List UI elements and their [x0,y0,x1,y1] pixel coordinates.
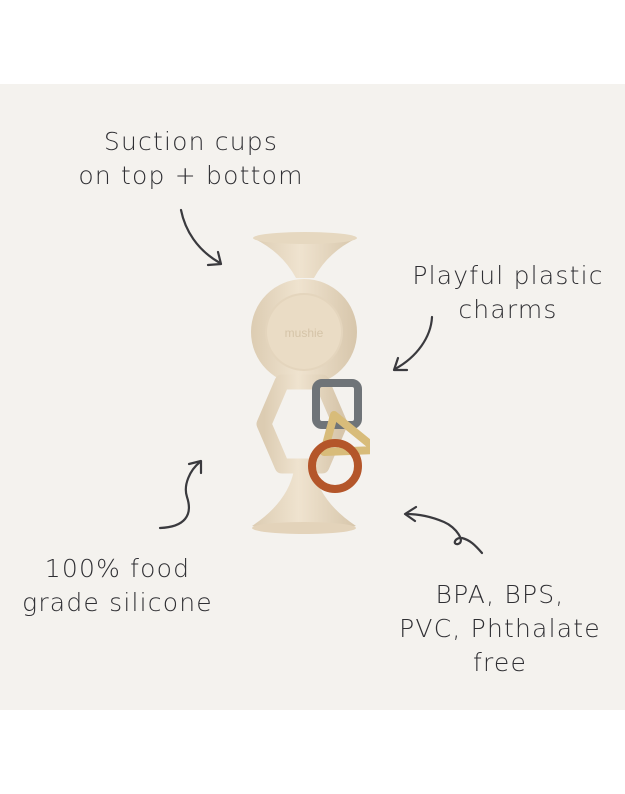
free-line-1: BPA, BPS, [435,580,565,609]
suction-line-1: Suction cups [103,127,279,156]
gray-square-charm [312,379,362,429]
charms-line-2: charms [458,295,558,324]
brand-mark: mushie [285,326,324,340]
bottom-suction-cup [252,470,356,534]
silicone-suction-toy: mushie [251,232,370,534]
plastic-charms-callout: Playful plastic charms [398,259,618,327]
arrow-to-charms [392,315,434,372]
arrow-to-bpa-free [403,505,484,555]
food-grade-silicone-callout: 100% food grade silicone [10,552,225,620]
top-suction-cup [253,232,357,278]
charms-line-1: Playful plastic [412,261,604,290]
arrow-to-silicone [158,459,203,530]
suction-line-2: on top + bottom [78,161,304,190]
bpa-free-callout: BPA, BPS, PVC, Phthalate free [385,578,615,680]
round-disc: mushie [251,279,357,385]
free-line-2: PVC, Phthalate [399,614,601,643]
silicone-line-2: grade silicone [22,588,213,617]
suction-cups-callout: Suction cups on top + bottom [56,125,326,193]
rust-ring-charm [308,439,362,493]
free-line-3: free [472,648,528,677]
plastic-charms [308,379,370,493]
arrow-to-suction-cup [179,208,223,267]
silicone-line-1: 100% food [44,554,191,583]
